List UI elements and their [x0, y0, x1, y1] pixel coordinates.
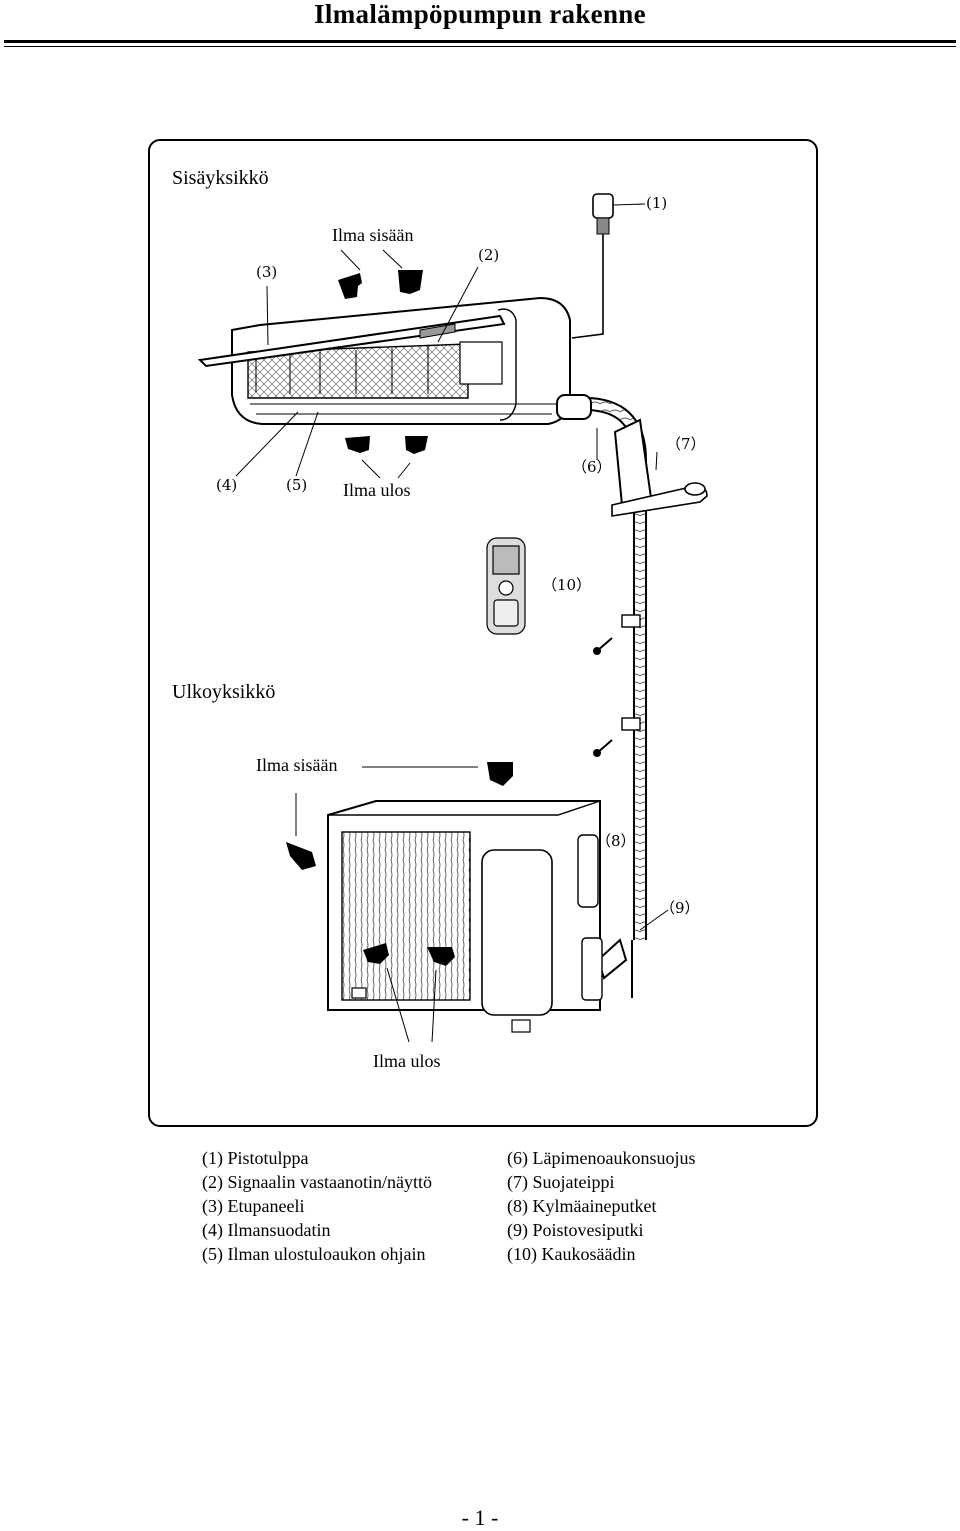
callout-1: (1) [646, 194, 668, 212]
outdoor-unit-heading: Ulkoyksikkö [172, 681, 276, 703]
legend-item: (9) Poistovesiputki [507, 1220, 644, 1240]
title-rule-thick [4, 40, 956, 43]
legend-item: (8) Kylmäaineputket [507, 1196, 657, 1216]
legend-item: (1) Pistotulppa [202, 1148, 309, 1168]
legend-item: (5) Ilman ulostuloaukon ohjain [202, 1244, 426, 1264]
callout-8: （8） [596, 832, 636, 850]
legend-right: (6) Läpimenoaukonsuojus (7) Suojateippi … [507, 1146, 695, 1266]
legend-item: (6) Läpimenoaukonsuojus [507, 1148, 696, 1168]
callout-6: （6） [572, 458, 612, 476]
callout-2: (2) [478, 246, 500, 264]
refrigerant-piping [556, 394, 654, 998]
legend-item: (10) Kaukosäädin [507, 1244, 636, 1264]
indoor-unit [197, 296, 571, 425]
diagram-frame [148, 139, 818, 1127]
outdoor-unit [327, 800, 603, 1033]
remote-control [486, 537, 526, 635]
outdoor-air-in-label: Ilma sisään [256, 755, 338, 775]
legend-item: (2) Signaalin vastaanotin/näyttö [202, 1172, 432, 1192]
legend-item: (3) Etupaneeli [202, 1196, 305, 1216]
airflow-arrows [286, 270, 513, 966]
wall-screws [593, 637, 613, 757]
title-rule-thin [4, 46, 956, 47]
page-number: - 1 - [461, 1505, 499, 1530]
indoor-air-in-label: Ilma sisään [332, 225, 414, 245]
legend-item: (7) Suojateippi [507, 1172, 615, 1192]
power-plug [571, 193, 614, 339]
protective-tape [611, 482, 708, 517]
indoor-air-out-label: Ilma ulos [343, 480, 411, 500]
callout-4: (4) [216, 476, 238, 494]
page-title: Ilmalämpöpumpun rakenne [314, 0, 646, 29]
callout-3: (3) [256, 263, 278, 281]
legend-left: (1) Pistotulppa (2) Signaalin vastaanoti… [202, 1146, 432, 1266]
leader-lines [235, 203, 669, 1043]
callout-9: （9） [660, 899, 700, 917]
callout-10: （10） [542, 576, 592, 594]
callout-5: (5) [286, 476, 308, 494]
indoor-unit-heading: Sisäyksikkö [172, 167, 269, 189]
outdoor-air-out-label: Ilma ulos [373, 1051, 441, 1071]
legend-item: (4) Ilmansuodatin [202, 1220, 331, 1240]
callout-7: （7） [666, 435, 706, 453]
